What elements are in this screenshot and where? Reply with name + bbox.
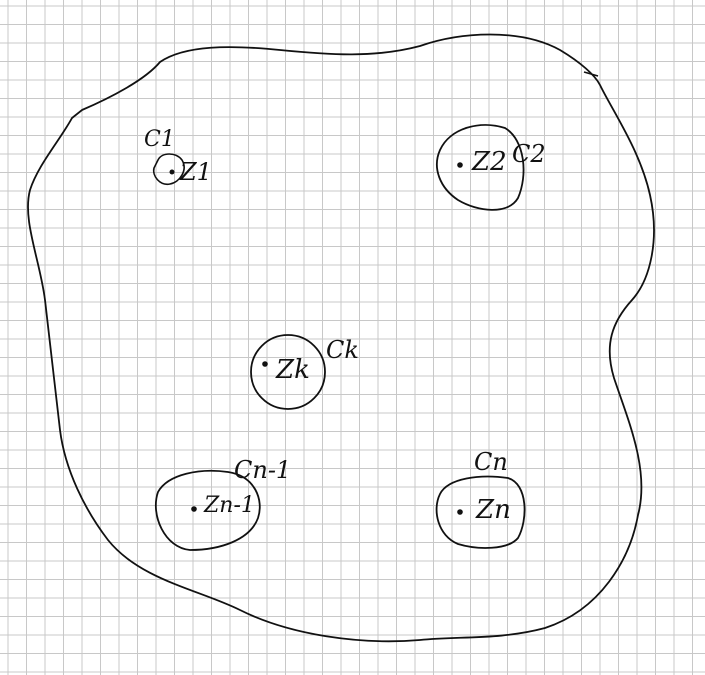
label-c2: C2	[512, 140, 546, 168]
point-z1	[169, 169, 175, 175]
label-zn-1: Zn-1	[203, 493, 255, 518]
label-z2: Z2	[471, 147, 507, 177]
point-zn-1	[191, 506, 197, 512]
contour-cn	[435, 475, 526, 549]
boundary-tick-mark	[583, 71, 599, 77]
contour-ck	[250, 334, 326, 410]
label-z1: Z1	[179, 158, 212, 186]
contour-c1	[152, 153, 185, 186]
label-cn: Cn	[474, 448, 508, 476]
label-ck: Ck	[326, 336, 359, 364]
label-zk: Zk	[275, 355, 310, 385]
contour-cn-1	[154, 469, 261, 551]
label-zn: Zn	[475, 495, 511, 525]
point-z2	[457, 162, 463, 168]
point-zn	[457, 509, 463, 515]
outer-region-boundary	[27, 33, 655, 643]
label-cn-1: Cn-1	[234, 456, 291, 484]
point-zk	[262, 361, 268, 367]
contour-c2	[436, 124, 525, 211]
label-c1: C1	[144, 127, 175, 152]
